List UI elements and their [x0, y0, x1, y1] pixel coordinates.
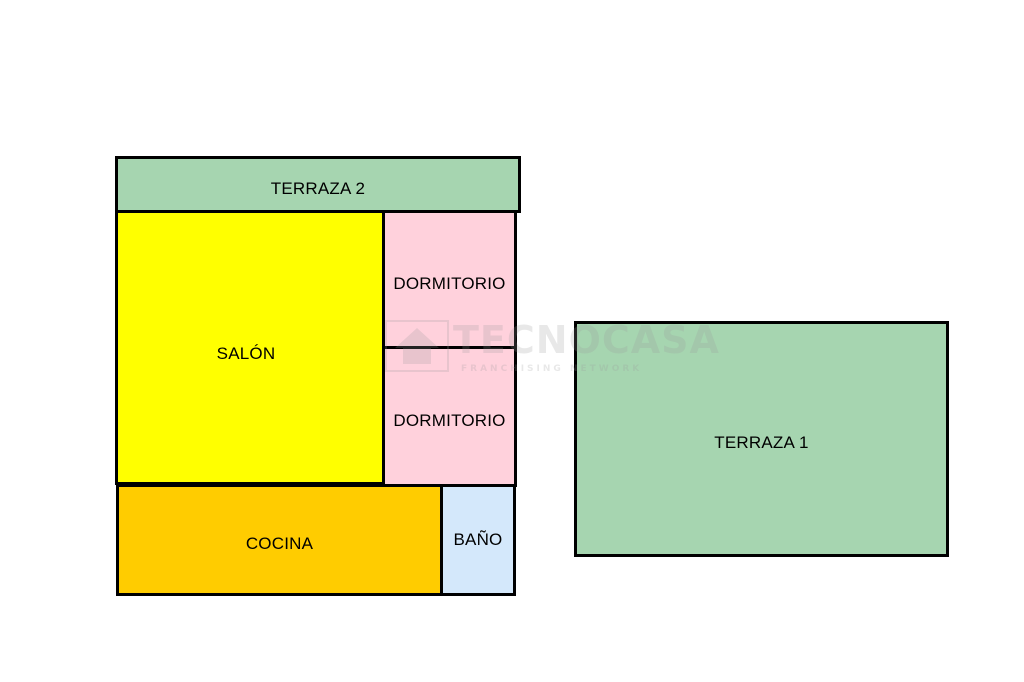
- room-dormitorio-lower: DORMITORIO: [382, 346, 517, 487]
- room-label-terraza-2: TERRAZA 2: [270, 178, 366, 198]
- room-label-salon: SALÓN: [216, 343, 276, 363]
- room-dormitorio-upper: DORMITORIO: [382, 210, 517, 349]
- room-label-bano: BAÑO: [453, 530, 503, 549]
- room-terraza-1: TERRAZA 1: [574, 321, 949, 557]
- room-cocina: COCINA: [116, 484, 443, 596]
- room-bano: BAÑO: [440, 484, 516, 596]
- room-terraza-2: TERRAZA 2: [115, 156, 521, 213]
- room-label-dormitorio-lower: DORMITORIO: [393, 410, 506, 430]
- room-label-cocina: COCINA: [245, 534, 314, 553]
- room-label-terraza-1: TERRAZA 1: [714, 433, 809, 452]
- room-label-dormitorio-upper: DORMITORIO: [393, 273, 506, 293]
- room-salon: SALÓN: [115, 210, 385, 485]
